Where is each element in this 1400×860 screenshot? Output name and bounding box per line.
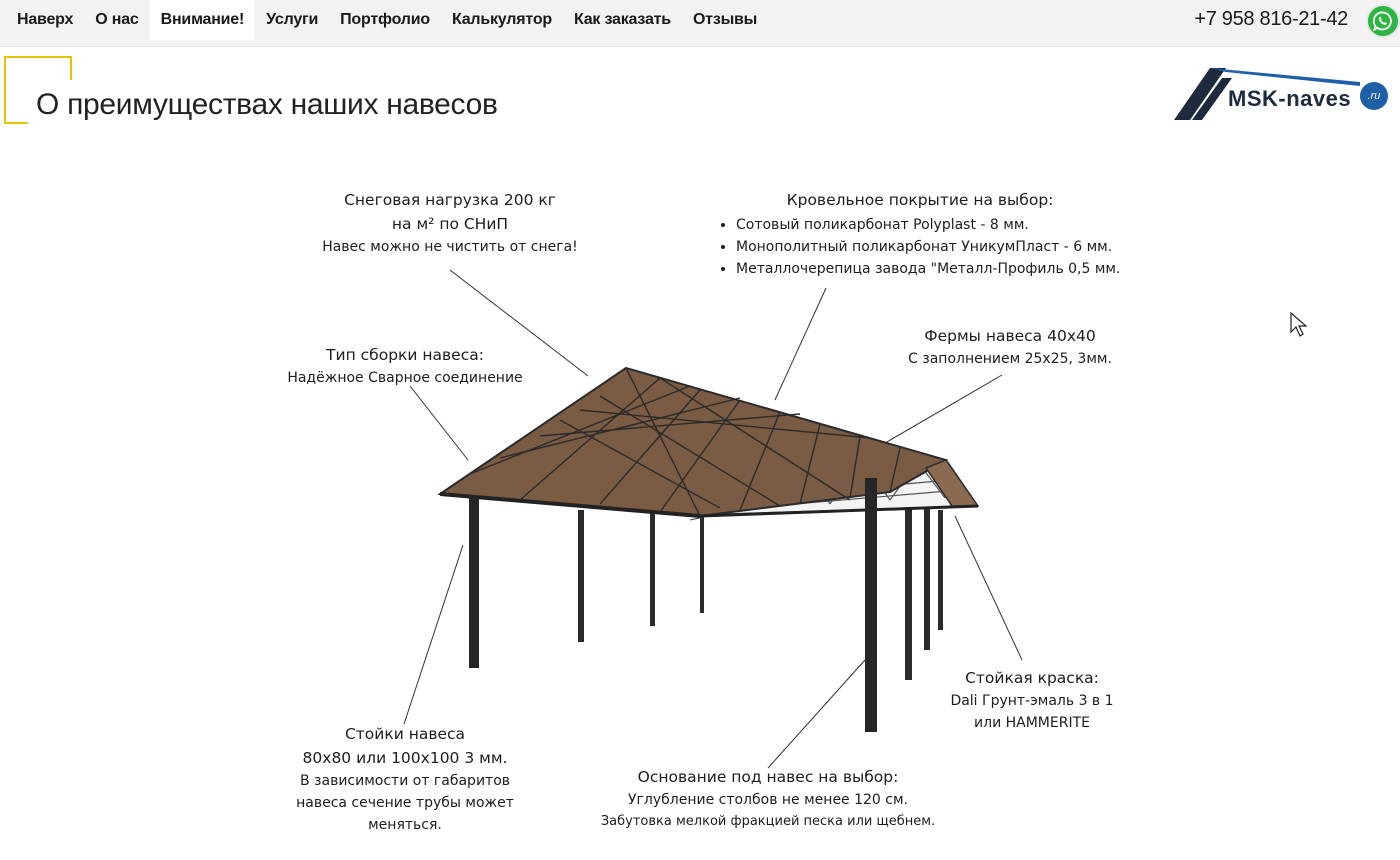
base-title: Основание под навес на выбор:	[637, 768, 899, 786]
posts-note-3: меняться.	[368, 817, 442, 833]
annotation-paint: Стойкая краска: Dali Грунт-эмаль 3 в 1 и…	[922, 666, 1142, 734]
annotation-snow-load: Снеговая нагрузка 200 кг на м² по СНиП Н…	[300, 188, 600, 258]
posts-note-2: навеса сечение трубы может	[296, 795, 514, 811]
main-menu: Наверх О нас Внимание! Услуги Портфолио …	[6, 0, 768, 40]
page-title: О преимуществах наших навесов	[36, 88, 498, 121]
nav-item-about[interactable]: О нас	[95, 11, 139, 28]
heading-accent-right	[70, 56, 72, 80]
nav-item-top[interactable]: Наверх	[17, 11, 74, 28]
base-line1: Углубление столбов не менее 120 см.	[628, 792, 908, 808]
nav-item-calculator[interactable]: Калькулятор	[451, 11, 552, 28]
top-navigation-bar: Наверх О нас Внимание! Услуги Портфолио …	[0, 0, 1400, 47]
roof-title: Кровельное покрытие на выбор:	[786, 191, 1054, 209]
snow-load-line2: на м² по СНиП	[391, 215, 509, 233]
list-item: Металлочерепица завода "Металл-Профиль 0…	[736, 258, 1120, 280]
mouse-cursor-icon	[1290, 312, 1308, 337]
annotation-trusses: Фермы навеса 40х40 С заполнением 25х25, …	[880, 324, 1140, 370]
nav-item-services[interactable]: Услуги	[266, 11, 319, 28]
snow-load-note: Навес можно не чистить от снега!	[322, 239, 578, 255]
paint-line1: Dali Грунт-эмаль 3 в 1	[950, 693, 1114, 709]
canopy-posts-back	[578, 494, 943, 680]
annotation-roof-title: Кровельное покрытие на выбор:	[740, 188, 1100, 212]
nav-item-portfolio[interactable]: Портфолио	[340, 11, 430, 28]
snow-load-line1: Снеговая нагрузка 200 кг	[344, 191, 556, 209]
heading-accent-frame	[4, 56, 72, 124]
trusses-text: С заполнением 25х25, 3мм.	[908, 351, 1112, 367]
nav-item-reviews[interactable]: Отзывы	[692, 11, 758, 28]
posts-size: 80х80 или 100х100 3 мм.	[302, 749, 508, 767]
leader-lines	[403, 269, 1023, 769]
base-line2: Забутовка мелкой фракцией песка или щебн…	[600, 814, 936, 829]
paint-line2: или HAMMERITE	[974, 715, 1090, 731]
logo-name: MSK-naves	[1228, 86, 1352, 111]
annotation-posts: Стойки навеса 80х80 или 100х100 3 мм. В …	[270, 722, 540, 836]
logo-suffix: .ru	[1360, 82, 1388, 110]
paint-title: Стойкая краска:	[965, 669, 1099, 687]
canopy-posts-front	[469, 478, 877, 732]
assembly-text: Надёжное Сварное соединение	[287, 370, 523, 386]
posts-title: Стойки навеса	[344, 725, 466, 743]
annotation-base: Основание под навес на выбор: Углубление…	[580, 765, 956, 833]
annotation-assembly: Тип сборки навеса: Надёжное Сварное соед…	[260, 343, 550, 389]
trusses-title: Фермы навеса 40х40	[924, 327, 1096, 345]
posts-note-1: В зависимости от габаритов	[299, 773, 511, 789]
roof-options-list: Сотовый поликарбонат Polyplast - 8 мм. М…	[718, 214, 1120, 280]
nav-item-attention[interactable]: Внимание!	[149, 0, 256, 40]
heading-accent-bottom	[4, 122, 28, 124]
whatsapp-icon[interactable]	[1366, 4, 1400, 38]
list-item: Монополитный поликарбонат УникумПласт - …	[736, 236, 1120, 258]
site-logo[interactable]: MSK-naves .ru	[1170, 64, 1392, 124]
list-item: Сотовый поликарбонат Polyplast - 8 мм.	[736, 214, 1120, 236]
assembly-title: Тип сборки навеса:	[326, 346, 484, 364]
phone-number[interactable]: +7 958 816-21-42	[1194, 8, 1348, 30]
roof-frame-lines	[469, 367, 901, 517]
nav-item-how-to-order[interactable]: Как заказать	[573, 11, 671, 28]
logo-roof-icon	[1174, 68, 1360, 120]
